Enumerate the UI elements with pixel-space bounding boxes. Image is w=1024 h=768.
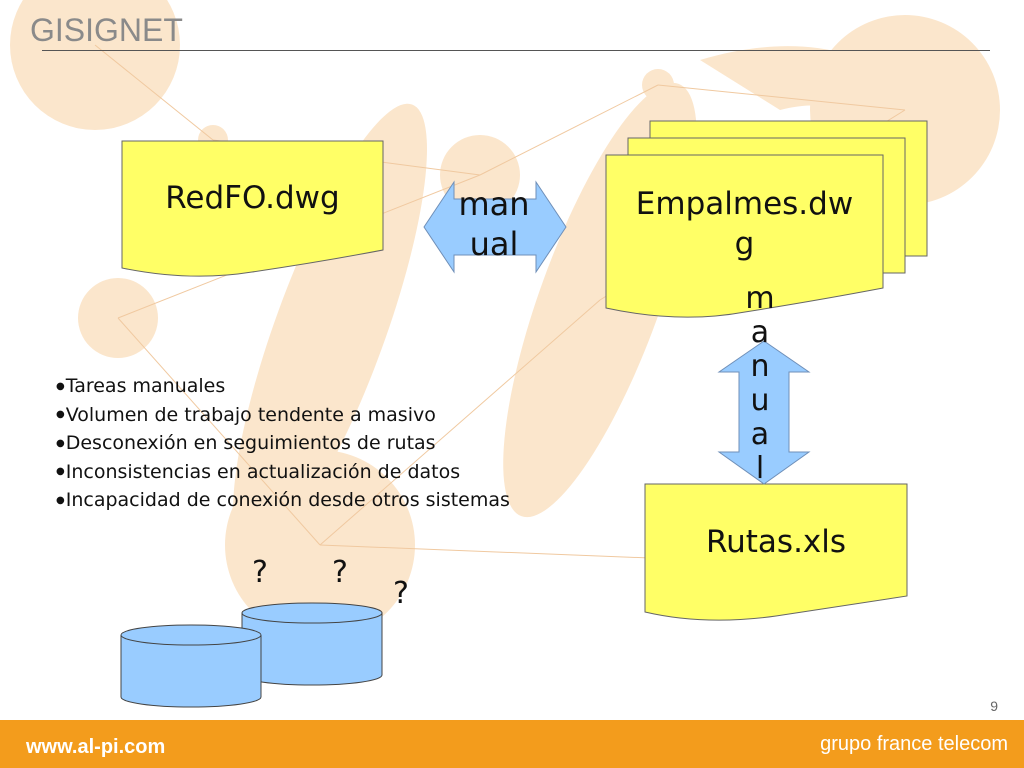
vertical-letter: a: [750, 417, 770, 452]
slide-title: GISIGNET: [30, 12, 183, 48]
bullet-dot-icon: ●: [56, 380, 65, 392]
list-item-text: Inconsistencias en actualización de dato…: [65, 460, 461, 483]
list-item: ●Inconsistencias en actualización de dat…: [56, 458, 546, 487]
list-item: ●Tareas manuales: [56, 372, 546, 401]
vertical-letter: u: [750, 383, 770, 418]
list-item-text: Tareas manuales: [65, 375, 226, 397]
question-mark: ?: [332, 555, 348, 590]
bullet-dot-icon: ●: [56, 437, 65, 449]
title-underline: [42, 50, 990, 51]
issues-list: ●Tareas manuales ●Volumen de trabajo ten…: [56, 372, 546, 515]
vertical-letter: l: [755, 451, 765, 486]
list-item-text: Volumen de trabajo tendente a masivo: [65, 403, 436, 426]
list-item-text: Incapacidad de conexión desde otros sist…: [65, 489, 510, 511]
bullet-dot-icon: ●: [56, 409, 65, 420]
question-mark: ?: [393, 576, 409, 611]
horizontal-double-arrow: [423, 180, 567, 274]
list-item: ●Desconexión en seguimientos de rutas: [56, 429, 546, 458]
question-mark: ?: [252, 555, 268, 590]
database-cylinder-back: [241, 602, 383, 686]
vertical-letter: n: [750, 349, 770, 384]
vertical-letter: a: [750, 315, 770, 350]
rutas-label: Rutas.xls: [705, 524, 847, 560]
footer-bar: [0, 720, 1024, 768]
bullet-dot-icon: ●: [56, 494, 65, 506]
vertical-arrow-label: m a n u a l: [740, 282, 780, 486]
rutas-document-shape: [644, 483, 908, 621]
database-cylinder-front: [120, 624, 262, 708]
redfo-document-shape: [121, 140, 384, 277]
vertical-double-arrow: [717, 340, 811, 485]
page-number: 9: [990, 698, 998, 714]
list-item-text: Desconexión en seguimientos de rutas: [65, 432, 436, 454]
empalmes-label-line1: Empalmes.dw: [635, 186, 854, 222]
list-item: ●Incapacidad de conexión desde otros sis…: [56, 486, 546, 515]
horizontal-arrow-label-line1: man: [458, 185, 530, 223]
vertical-letter: m: [745, 281, 775, 316]
redfo-label: RedFO.dwg: [165, 180, 340, 216]
footer-brand: grupo france telecom: [820, 733, 1008, 755]
list-item: ●Volumen de trabajo tendente a masivo: [56, 401, 546, 430]
empalmes-front-document: [605, 154, 884, 318]
bullet-dot-icon: ●: [56, 466, 65, 477]
empalmes-label-line2: g: [734, 226, 755, 262]
horizontal-arrow-label-line2: ual: [469, 225, 519, 263]
footer-url: www.al-pi.com: [26, 736, 166, 758]
